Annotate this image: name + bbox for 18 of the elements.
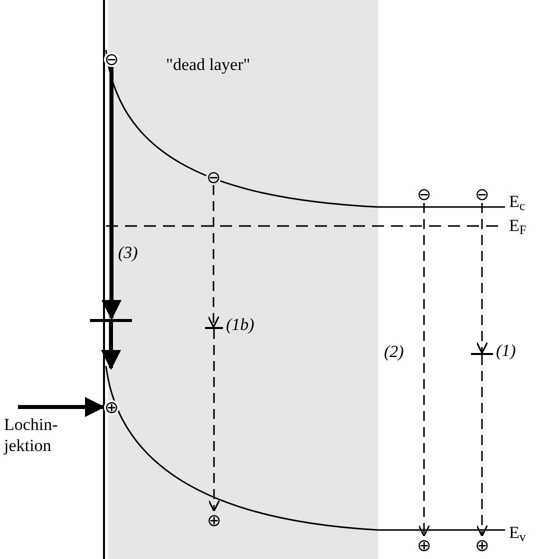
edge-label: (2) <box>384 343 404 360</box>
energy-level-label: E$_{F}$ <box>509 217 526 234</box>
arrow <box>476 203 488 354</box>
process-label: (1b) <box>226 316 254 333</box>
arrow <box>476 355 488 537</box>
injection-label: Lochin- jektion <box>4 414 66 456</box>
process-label: (1) <box>496 342 516 359</box>
trap-level-bar <box>90 319 132 322</box>
arrow <box>102 67 122 320</box>
energy-level-label: E$_{v}$ <box>509 524 526 541</box>
arrow <box>418 203 430 537</box>
arrow <box>208 329 220 512</box>
arrow <box>207 185 220 328</box>
edge-label: (3) <box>118 244 138 261</box>
arrow <box>101 322 121 370</box>
arrow <box>18 397 105 417</box>
energy-level-label: E$_{c}$ <box>509 193 526 210</box>
region-label: "dead layer" <box>166 56 250 73</box>
